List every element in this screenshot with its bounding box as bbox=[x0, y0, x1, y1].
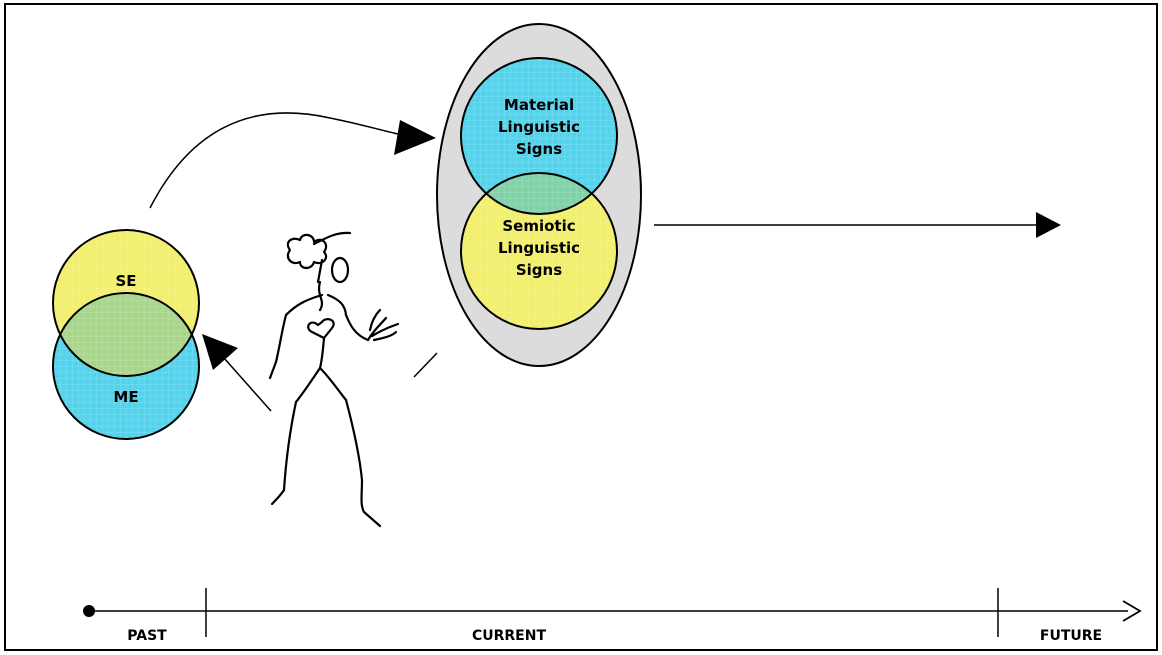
arrow-to-se-me bbox=[202, 334, 272, 412]
current-label: CURRENT bbox=[472, 628, 546, 644]
timeline-arrow-icon bbox=[1122, 600, 1142, 622]
short-line-segment bbox=[413, 352, 438, 378]
stick-figure-person-icon bbox=[268, 231, 400, 528]
future-label: FUTURE bbox=[1040, 628, 1102, 644]
past-label: PAST bbox=[127, 628, 167, 644]
material-label-line2: Linguistic bbox=[498, 118, 580, 136]
linguistic-signs-group: Material Linguistic Signs Semiotic Lingu… bbox=[436, 23, 642, 367]
me-label: ME bbox=[113, 388, 138, 406]
se-label: SE bbox=[115, 272, 136, 290]
timeline-start-dot bbox=[83, 605, 95, 617]
semiotic-label-line2: Linguistic bbox=[498, 239, 580, 257]
semiotic-label-line1: Semiotic bbox=[502, 217, 575, 235]
arrowhead-icon bbox=[1036, 212, 1061, 238]
semiotic-label-line3: Signs bbox=[516, 261, 562, 279]
timeline: PAST CURRENT FUTURE bbox=[83, 588, 1142, 644]
curved-arrow-to-signs bbox=[149, 112, 436, 209]
arrowhead-icon bbox=[394, 120, 436, 155]
arrow-to-future bbox=[654, 212, 1061, 238]
material-label-line3: Signs bbox=[516, 140, 562, 158]
venn-se-me: SE ME bbox=[52, 229, 200, 440]
material-label-line1: Material bbox=[504, 96, 574, 114]
arrowhead-icon bbox=[202, 334, 238, 370]
